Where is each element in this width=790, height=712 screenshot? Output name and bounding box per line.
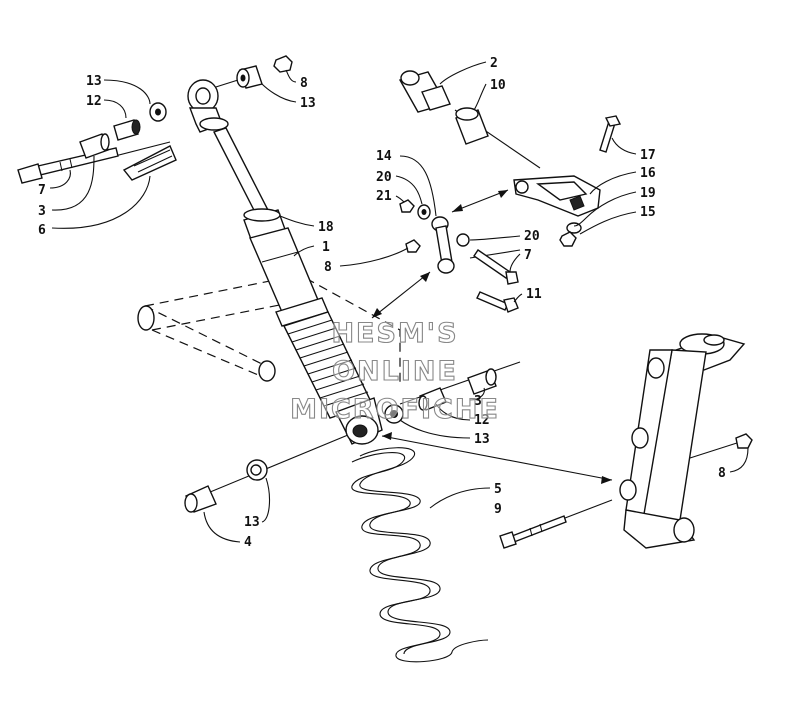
spacer-13-lower-left	[246, 459, 268, 481]
callout-7: 7	[38, 183, 46, 198]
thread-lines	[287, 319, 369, 407]
callout-1: 1	[322, 240, 330, 255]
spacer-13-left	[149, 102, 167, 122]
watermark-line-3: MICROFICHE	[290, 394, 500, 425]
nut-8-link	[405, 239, 421, 253]
leader-lines	[49, 61, 749, 543]
bushing-12	[113, 119, 141, 141]
callout-labels: 13 12 7 3 6 8 13 2 10 17 16 19 15 14 20 …	[38, 56, 726, 550]
watermark-line-2: ONLINE	[332, 356, 458, 387]
bolt-7-link	[473, 249, 519, 285]
adjuster-sleeve-10	[455, 107, 489, 145]
callout-9: 9	[494, 502, 502, 517]
nut-8-upper	[273, 55, 293, 73]
arrow-link-to-shock	[371, 271, 431, 319]
callout-18: 18	[318, 220, 334, 235]
callout-6: 6	[38, 223, 46, 238]
callout-2: 2	[490, 56, 498, 71]
washer-20-left	[417, 204, 431, 220]
bolt-9	[499, 515, 567, 549]
callout-19: 19	[640, 186, 656, 201]
callout-12: 12	[86, 94, 102, 109]
callout-13: 13	[86, 74, 102, 89]
callout-8: 8	[324, 260, 332, 275]
callout-3: 3	[38, 204, 46, 219]
callout-7: 7	[524, 248, 532, 263]
callout-13: 13	[244, 515, 260, 530]
arrow-shock-to-mount	[381, 435, 613, 481]
callout-13: 13	[474, 432, 490, 447]
callout-20: 20	[524, 229, 540, 244]
coil-spring	[351, 447, 489, 663]
callout-21: 21	[376, 189, 392, 204]
bolt-17	[599, 115, 622, 153]
callout-5: 5	[494, 482, 502, 497]
callout-17: 17	[640, 148, 656, 163]
adjuster-bracket-16	[513, 175, 601, 217]
nut-21	[399, 199, 415, 213]
mount-bolt-axis-line	[564, 499, 613, 519]
sleeve-3-lower	[467, 368, 497, 395]
callout-4: 4	[244, 535, 252, 550]
shock-absorber	[187, 79, 383, 445]
callout-10: 10	[490, 78, 506, 93]
bolt-11	[476, 291, 519, 313]
boot-6	[122, 145, 177, 181]
upper-bolt	[17, 147, 119, 184]
watermark: HESM'S ONLINE MICROFICHE	[290, 317, 500, 425]
lower-bolt-axis-line	[185, 429, 361, 503]
callout-3: 3	[474, 394, 482, 409]
callout-14: 14	[376, 149, 392, 164]
bushing-sleeve-3	[79, 133, 110, 159]
link-rod-14	[431, 216, 455, 274]
mount-nut-axis-line	[689, 441, 741, 459]
spacer-13-right	[236, 65, 263, 89]
frame-cross-tube-dashed	[137, 274, 401, 382]
bushing-4	[184, 485, 217, 513]
nut-8-mount	[735, 433, 753, 449]
assembly-arrows	[371, 189, 613, 484]
callout-8: 8	[300, 76, 308, 91]
watermark-line-1: HESM'S	[331, 318, 458, 349]
adjuster-handle-2	[398, 70, 451, 113]
callout-12: 12	[474, 413, 490, 428]
spacer-13-lower-right	[384, 404, 404, 424]
callout-20: 20	[376, 170, 392, 185]
bushing-12-lower	[418, 387, 447, 411]
mounting-bracket	[619, 333, 746, 549]
washer-20-right	[456, 233, 470, 247]
callout-15: 15	[640, 205, 656, 220]
callout-13: 13	[300, 96, 316, 111]
nut-15	[559, 231, 577, 247]
callout-8: 8	[718, 466, 726, 481]
callout-16: 16	[640, 166, 656, 181]
callout-11: 11	[526, 287, 542, 302]
